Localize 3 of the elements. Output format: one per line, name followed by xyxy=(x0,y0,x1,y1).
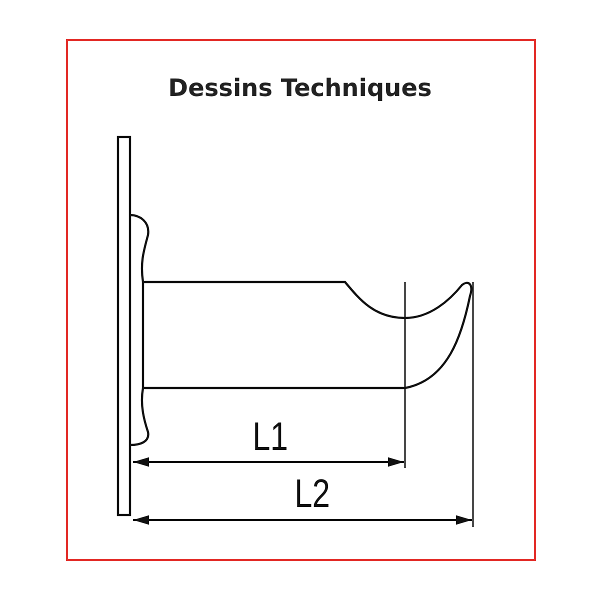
dimension-label: L1 xyxy=(252,415,288,460)
drawing-title: Dessins Techniques xyxy=(167,74,433,102)
dimension-label: L2 xyxy=(294,472,330,517)
